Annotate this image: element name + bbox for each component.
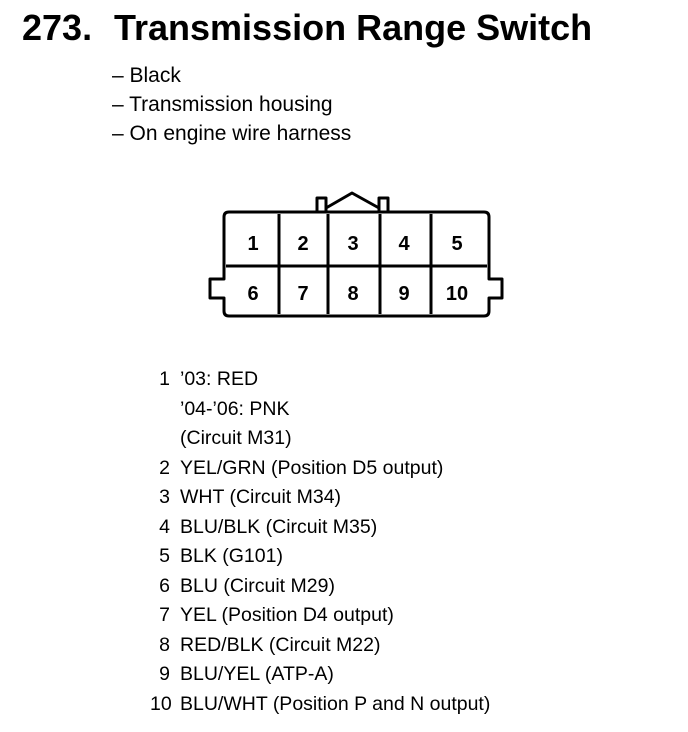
cavity-label: 6 <box>247 283 258 305</box>
pin-description-line: WHT (Circuit M34) <box>180 486 342 508</box>
pin-description-line: BLK (G101) <box>180 545 283 567</box>
cavity-label: 5 <box>451 233 462 255</box>
pin-description: BLK (G101) <box>180 542 283 572</box>
cavity-label: 1 <box>247 233 258 255</box>
title-text: Transmission Range Switch <box>114 7 593 48</box>
cavity-label: 2 <box>297 233 308 255</box>
cavity-label: 7 <box>297 283 308 305</box>
section-number: 273. <box>22 7 93 48</box>
pin-description: YEL/GRN (Position D5 output) <box>180 454 443 484</box>
pin-description-line: BLU (Circuit M29) <box>180 574 335 597</box>
cavity-label: 10 <box>446 283 468 305</box>
pin-number: 1 <box>159 368 170 390</box>
pin-description-line: RED/BLK (Circuit M22) <box>180 633 381 656</box>
pin-description: RED/BLK (Circuit M22) <box>180 631 380 661</box>
pin-description-line: ’03: RED <box>180 368 259 390</box>
note-color: – Black <box>112 64 181 87</box>
pin-description-line: BLU/WHT (Position P and N output) <box>180 692 491 715</box>
pin-description-line: ’04-’06: PNK <box>180 397 290 420</box>
pin-number: 9 <box>159 663 170 685</box>
pin-row: 4 BLU/BLK (Circuit M35) <box>150 513 490 543</box>
connector-notes: – Black – Transmission housing – On engi… <box>112 61 351 148</box>
locking-tab-outline <box>315 191 390 212</box>
pin-number: 5 <box>159 545 170 567</box>
pin-number: 3 <box>159 486 170 508</box>
pinout-list: 1 ’03: RED ’04-’06: PNK (Circuit M31) 2 … <box>150 365 490 719</box>
cavity-label: 4 <box>398 233 410 255</box>
cavity-label: 8 <box>347 283 358 305</box>
pin-row: 5 BLK (G101) <box>150 542 490 572</box>
note-location: – Transmission housing <box>112 93 333 116</box>
pin-description: BLU/BLK (Circuit M35) <box>180 513 377 543</box>
pin-description: ’03: RED ’04-’06: PNK (Circuit M31) <box>180 365 292 454</box>
cavity-label: 3 <box>347 233 358 255</box>
pin-row: 10 BLU/WHT (Position P and N output) <box>150 690 490 720</box>
pin-description-line: BLU/BLK (Circuit M35) <box>180 515 378 538</box>
pin-number: 8 <box>159 633 170 656</box>
pin-description: YEL (Position D4 output) <box>180 601 394 631</box>
pin-number: 6 <box>159 574 170 597</box>
pin-row: 2 YEL/GRN (Position D5 output) <box>150 454 490 484</box>
pin-description: BLU/WHT (Position P and N output) <box>180 690 490 720</box>
pin-row: 7 YEL (Position D4 output) <box>150 601 490 631</box>
cavity-label: 9 <box>398 283 409 305</box>
pin-description: WHT (Circuit M34) <box>180 483 341 513</box>
pin-description-line: BLU/YEL (ATP-A) <box>180 663 334 685</box>
pin-number: 7 <box>159 604 170 626</box>
pin-row: 1 ’03: RED ’04-’06: PNK (Circuit M31) <box>150 365 490 454</box>
connector-housing-outline <box>208 210 504 318</box>
pin-row: 6 BLU (Circuit M29) <box>150 572 490 602</box>
pin-description: BLU (Circuit M29) <box>180 572 335 602</box>
pin-description: BLU/YEL (ATP-A) <box>180 660 334 690</box>
pin-number: 2 <box>159 456 170 479</box>
page-title: 273. Transmission Range Switch <box>22 6 592 50</box>
pin-number: 4 <box>159 515 170 538</box>
note-harness: – On engine wire harness <box>112 122 352 145</box>
pin-description-line: YEL (Position D4 output) <box>180 604 394 626</box>
connector-diagram: 1 2 3 4 5 6 7 8 9 10 <box>208 191 504 318</box>
pin-description-line: YEL/GRN (Position D5 output) <box>180 456 444 479</box>
pin-row: 9 BLU/YEL (ATP-A) <box>150 660 490 690</box>
pin-row: 8 RED/BLK (Circuit M22) <box>150 631 490 661</box>
pin-row: 3 WHT (Circuit M34) <box>150 483 490 513</box>
pin-description-line: (Circuit M31) <box>180 427 292 449</box>
pin-number: 10 <box>150 692 172 715</box>
